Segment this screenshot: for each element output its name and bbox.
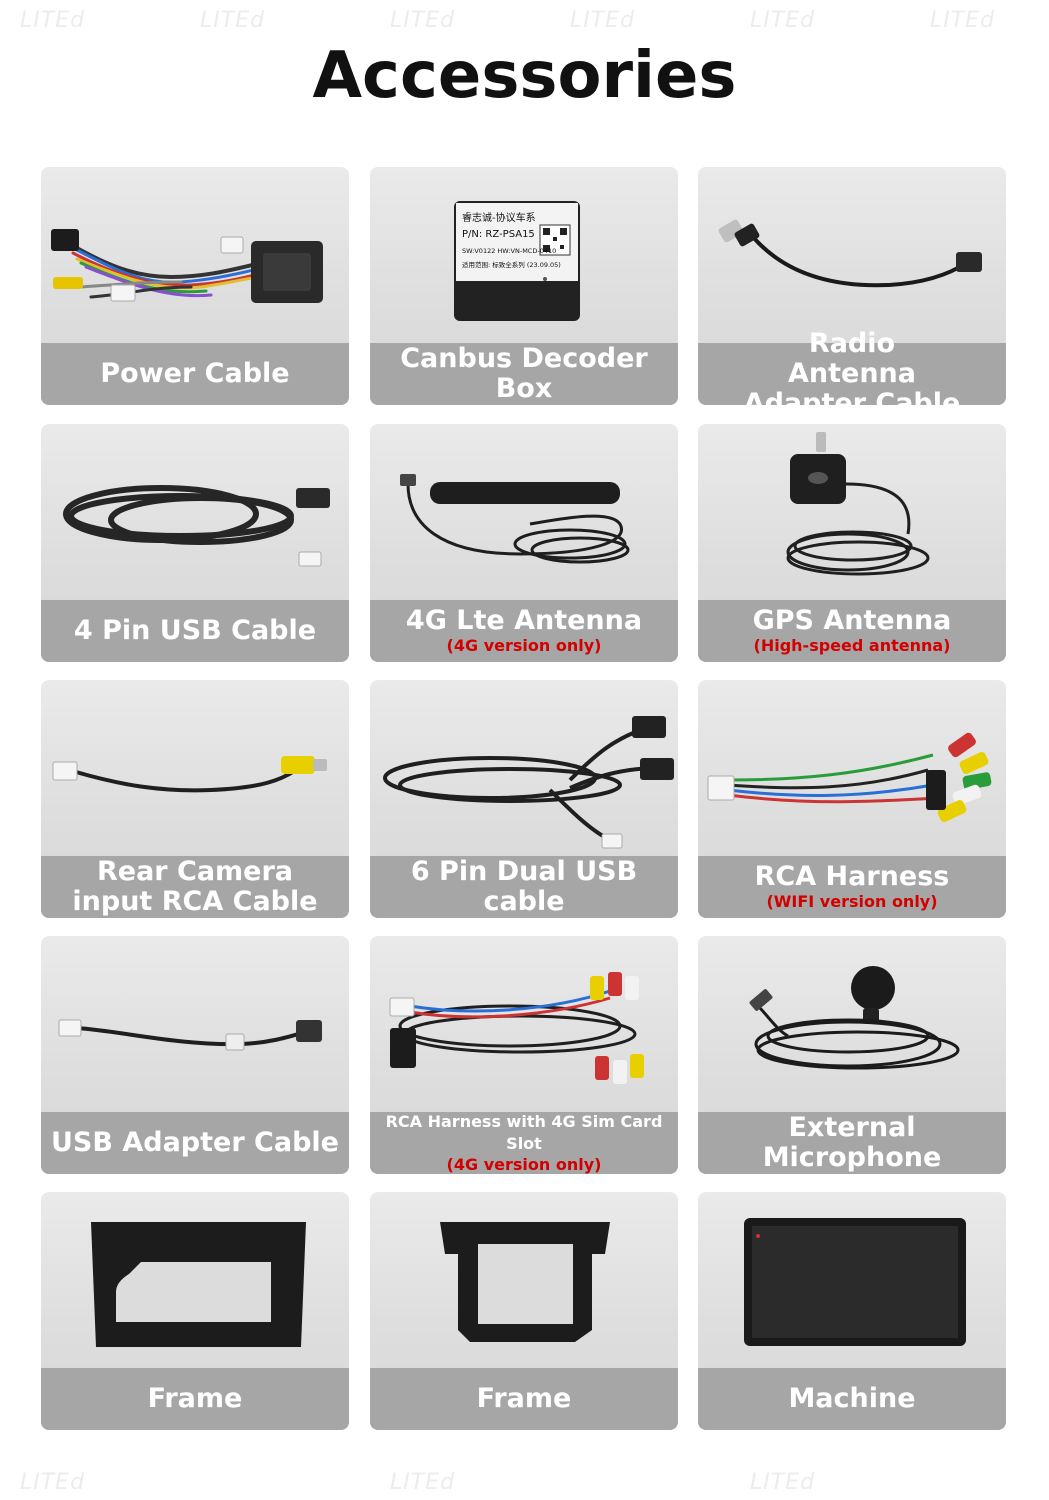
accessory-card-4g-lte-antenna: 4G Lte Antenna (4G version only) xyxy=(370,424,678,662)
accessory-card-external-microphone: External Microphone xyxy=(698,936,1006,1174)
rca-camera-cable-icon xyxy=(41,680,349,856)
antenna-adapter-icon xyxy=(698,167,1006,343)
accessory-label: Rear Camera input RCA Cable xyxy=(72,856,318,917)
accessory-card-machine: Machine xyxy=(698,1192,1006,1430)
watermark: LITEd xyxy=(750,8,816,33)
watermark: LITEd xyxy=(750,1470,816,1495)
label-bar: 4 Pin USB Cable xyxy=(41,600,349,662)
wiring-harness-icon xyxy=(41,167,349,343)
box-text-2: P/N: RZ-PSA15 xyxy=(462,229,535,240)
watermark: LITEd xyxy=(20,8,86,33)
accessory-label: 4G Lte Antenna xyxy=(405,605,643,636)
accessory-card-4-pin-usb-cable: 4 Pin USB Cable xyxy=(41,424,349,662)
decoder-box-icon: 睿志诚-协议车系 P/N: RZ-PSA15 SW:V0122 HW:VN-MC… xyxy=(370,167,678,343)
frame-bracket-icon xyxy=(370,1192,678,1368)
accessory-card-radio-antenna-adapter: Radio Antenna Adapter Cable xyxy=(698,167,1006,405)
accessory-card-power-cable: Power Cable xyxy=(41,167,349,405)
microphone-icon xyxy=(698,936,1006,1112)
accessory-card-frame-1: Frame xyxy=(41,1192,349,1430)
watermark: LITEd xyxy=(390,1470,456,1495)
label-bar: Radio Antenna Adapter Cable xyxy=(698,329,1006,405)
page-title: Accessories xyxy=(312,39,737,113)
watermark: LITEd xyxy=(930,8,996,33)
accessory-label: Radio Antenna Adapter Cable xyxy=(743,328,961,406)
box-text-1: 睿志诚-协议车系 xyxy=(462,211,536,224)
label-bar: GPS Antenna (High-speed antenna) xyxy=(698,600,1006,662)
accessory-card-canbus-decoder-box: 睿志诚-协议车系 P/N: RZ-PSA15 SW:V0122 HW:VN-MC… xyxy=(370,167,678,405)
accessory-label: GPS Antenna xyxy=(752,605,952,636)
version-note: (High-speed antenna) xyxy=(753,636,951,655)
box-text-3: SW:V0122 HW:VN-MCD-0410 xyxy=(462,247,556,255)
watermark: LITEd xyxy=(200,8,266,33)
accessory-label: 6 Pin Dual USB cable xyxy=(410,856,638,917)
accessory-card-rca-harness: RCA Harness (WIFI version only) xyxy=(698,680,1006,918)
accessory-card-gps-antenna: GPS Antenna (High-speed antenna) xyxy=(698,424,1006,662)
label-bar: Machine xyxy=(698,1368,1006,1430)
accessory-label: USB Adapter Cable xyxy=(51,1127,339,1158)
accessory-label: 4 Pin USB Cable xyxy=(73,615,317,646)
accessory-card-frame-2: Frame xyxy=(370,1192,678,1430)
box-text-4: 适用范围: 标致全系列 (23.09.05) xyxy=(462,260,561,269)
accessory-label: Machine xyxy=(788,1383,916,1414)
label-bar: RCA Harness (WIFI version only) xyxy=(698,856,1006,918)
rca-harness-icon xyxy=(698,680,1006,856)
accessory-label: RCA Harness with 4G Sim Card Slot xyxy=(385,1112,663,1153)
accessory-label: External Microphone xyxy=(762,1112,942,1173)
gps-antenna-icon xyxy=(698,424,1006,600)
usb-cable-icon xyxy=(41,424,349,600)
accessory-card-6-pin-dual-usb: 6 Pin Dual USB cable xyxy=(370,680,678,918)
rca-harness-sim-icon xyxy=(370,936,678,1112)
accessory-label: RCA Harness xyxy=(754,861,950,892)
watermark: LITEd xyxy=(570,8,636,33)
accessory-card-rear-camera-rca: Rear Camera input RCA Cable xyxy=(41,680,349,918)
label-bar: 6 Pin Dual USB cable xyxy=(370,856,678,918)
label-bar: 4G Lte Antenna (4G version only) xyxy=(370,600,678,662)
label-bar: Canbus Decoder Box xyxy=(370,343,678,405)
label-bar: External Microphone xyxy=(698,1112,1006,1174)
accessory-label: Frame xyxy=(147,1383,243,1414)
label-bar: Frame xyxy=(370,1368,678,1430)
label-bar: Frame xyxy=(41,1368,349,1430)
version-note: (WIFI version only) xyxy=(766,892,938,911)
usb-adapter-icon xyxy=(41,936,349,1112)
label-bar: Rear Camera input RCA Cable xyxy=(41,856,349,918)
frame-icon xyxy=(41,1192,349,1368)
lte-antenna-icon xyxy=(370,424,678,600)
accessory-label: Frame xyxy=(476,1383,572,1414)
watermark: LITEd xyxy=(390,8,456,33)
watermark: LITEd xyxy=(20,1470,86,1495)
accessory-card-rca-harness-sim: RCA Harness with 4G Sim Card Slot (4G ve… xyxy=(370,936,678,1174)
label-bar: RCA Harness with 4G Sim Card Slot (4G ve… xyxy=(370,1112,678,1174)
version-note: (4G version only) xyxy=(446,636,602,655)
accessory-label: Canbus Decoder Box xyxy=(400,343,648,404)
dual-usb-cable-icon xyxy=(370,680,678,856)
head-unit-screen-icon xyxy=(698,1192,1006,1368)
accessory-card-usb-adapter-cable: USB Adapter Cable xyxy=(41,936,349,1174)
version-note: (4G version only) xyxy=(446,1155,602,1174)
label-bar: USB Adapter Cable xyxy=(41,1112,349,1174)
label-bar: Power Cable xyxy=(41,343,349,405)
accessory-label: Power Cable xyxy=(100,358,290,389)
